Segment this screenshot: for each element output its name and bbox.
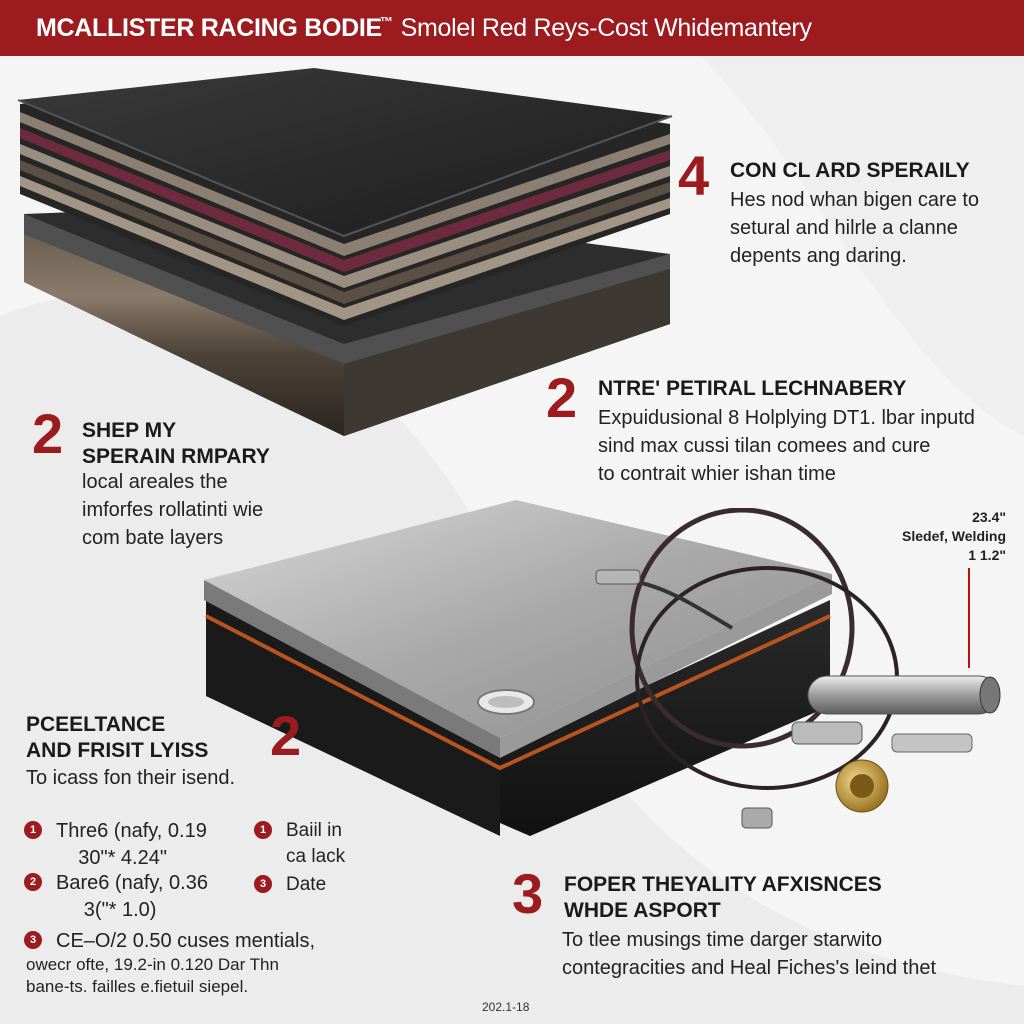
section-body: Hes nod whan bigen care to setural and h… — [730, 186, 979, 270]
step-number: 2 — [546, 366, 578, 429]
footer-code: 202.1-18 — [482, 1000, 530, 1014]
body-line: to contrait whier ishan time — [598, 463, 836, 485]
section-body: To icass fon their isend. — [26, 764, 235, 792]
bullet-line: Date — [286, 874, 327, 895]
heading-line: WHDE ASPORT — [564, 899, 721, 923]
heading-line: SHEP MY — [82, 419, 177, 442]
bullet-marker: 1 — [24, 821, 42, 839]
bullet-text: Baiil in ca lack — [286, 818, 345, 869]
bullet-marker: 1 — [254, 821, 272, 839]
aluminum-panel-block-icon — [204, 500, 832, 836]
body-line: To tlee musings time darger starwito — [562, 929, 883, 951]
bullet-text: Bare6 (nafy, 0.36 3("* 1.0) — [56, 870, 208, 924]
body-line: Expuidusional 8 Holplying DT1. lbar inpu… — [598, 407, 975, 429]
body-line: local areales the — [82, 471, 228, 493]
bullet-line: Bare6 (nafy, 0.36 — [56, 872, 208, 894]
section-heading: FOPER THEYALITY AFXISNCES WHDE ASPORT — [564, 872, 882, 925]
title-main: MCALLISTER RACING BODIE — [36, 13, 382, 42]
bullet-line: CE–O/2 0.50 cuses mentials, — [56, 930, 316, 952]
section-body: local areales the imforfes rollatinti wi… — [82, 468, 263, 552]
step-number: 4 — [678, 144, 710, 207]
step-number: 3 — [512, 862, 544, 925]
dimension-line: 23.4" — [972, 509, 1006, 525]
heading-line: PCEELTANCE — [26, 713, 166, 736]
heading-line: FOPER THEYALITY AFXISNCES — [564, 873, 882, 896]
dimension-label: 23.4" Sledef, Welding 1 1.2" — [856, 508, 1006, 565]
dimension-line: Sledef, Welding — [902, 527, 1006, 544]
body-line: depents ang daring. — [730, 245, 907, 267]
bullet-line: ca lack — [286, 845, 346, 867]
list-item: 1 Thre6 (nafy, 0.19 30"* 4.24" — [24, 818, 207, 872]
list-item: 2 Bare6 (nafy, 0.36 3("* 1.0) — [24, 870, 208, 924]
heading-line: AND FRISIT LYISS — [26, 739, 209, 763]
list-item: 3 CE–O/2 0.50 cuses mentials, owecr ofte… — [24, 928, 315, 998]
layered-panel-stack-icon — [17, 68, 673, 436]
section-body: To tlee musings time darger starwito con… — [562, 926, 936, 982]
list-item: 1 Baiil in ca lack — [254, 818, 345, 869]
body-line: setural and hilrle a clanne — [730, 217, 958, 239]
body-line: Hes nod whan bigen care to — [730, 189, 980, 211]
body-line: sind max cussi tilan comees and cure — [598, 435, 931, 457]
trademark-symbol: ™ — [379, 13, 393, 29]
title-banner: MCALLISTER RACING BODIE™ Smolel Red Reys-… — [0, 0, 1024, 56]
bullet-marker: 3 — [24, 931, 42, 949]
bullet-text: Date — [286, 872, 326, 898]
bullet-marker: 2 — [24, 873, 42, 891]
section-heading: PCEELTANCE AND FRISIT LYISS — [26, 712, 208, 765]
step-number: 2 — [32, 402, 64, 465]
bullet-line: owecr ofte, 19.2-in 0.120 Dar Thn — [26, 955, 279, 974]
body-line: contegracities and Heal Fiches's leind t… — [562, 957, 937, 979]
section-heading: CON CL ARD SPERAILY — [730, 159, 970, 182]
brake-line-fittings-icon — [595, 508, 1001, 829]
heading-line: SPERAIN RMPARY — [82, 445, 270, 469]
bullet-text: CE–O/2 0.50 cuses mentials, owecr ofte, … — [26, 928, 316, 998]
dimension-line: 1 1.2" — [968, 546, 1006, 563]
bullet-line: bane-ts. failles e.fietuil siepel. — [26, 977, 249, 997]
section-heading: NTRE' PETIRAL LECHNABERY — [598, 377, 907, 400]
page-title: MCALLISTER RACING BODIE™ Smolel Red Reys-… — [36, 14, 812, 43]
bullet-line: Thre6 (nafy, 0.19 — [56, 820, 207, 842]
bullet-marker: 3 — [254, 875, 272, 893]
bullet-line: 3("* 1.0) — [56, 899, 157, 921]
bullet-text: Thre6 (nafy, 0.19 30"* 4.24" — [56, 818, 207, 872]
section-body: Expuidusional 8 Holplying DT1. lbar inpu… — [598, 404, 975, 488]
bullet-line: Baiil in — [286, 820, 342, 841]
title-subtitle: Smolel Red Reys-Cost Whidemantery — [400, 13, 812, 42]
body-line: com bate layers — [82, 527, 224, 549]
body-line: imforfes rollatinti wie — [82, 499, 264, 521]
section-heading: SHEP MY SPERAIN RMPARY — [82, 418, 270, 471]
body-line: To icass fon their isend. — [26, 767, 235, 789]
list-item: 3 Date — [254, 872, 326, 898]
bullet-line: 30"* 4.24" — [56, 847, 167, 869]
step-number: 2 — [270, 704, 302, 767]
